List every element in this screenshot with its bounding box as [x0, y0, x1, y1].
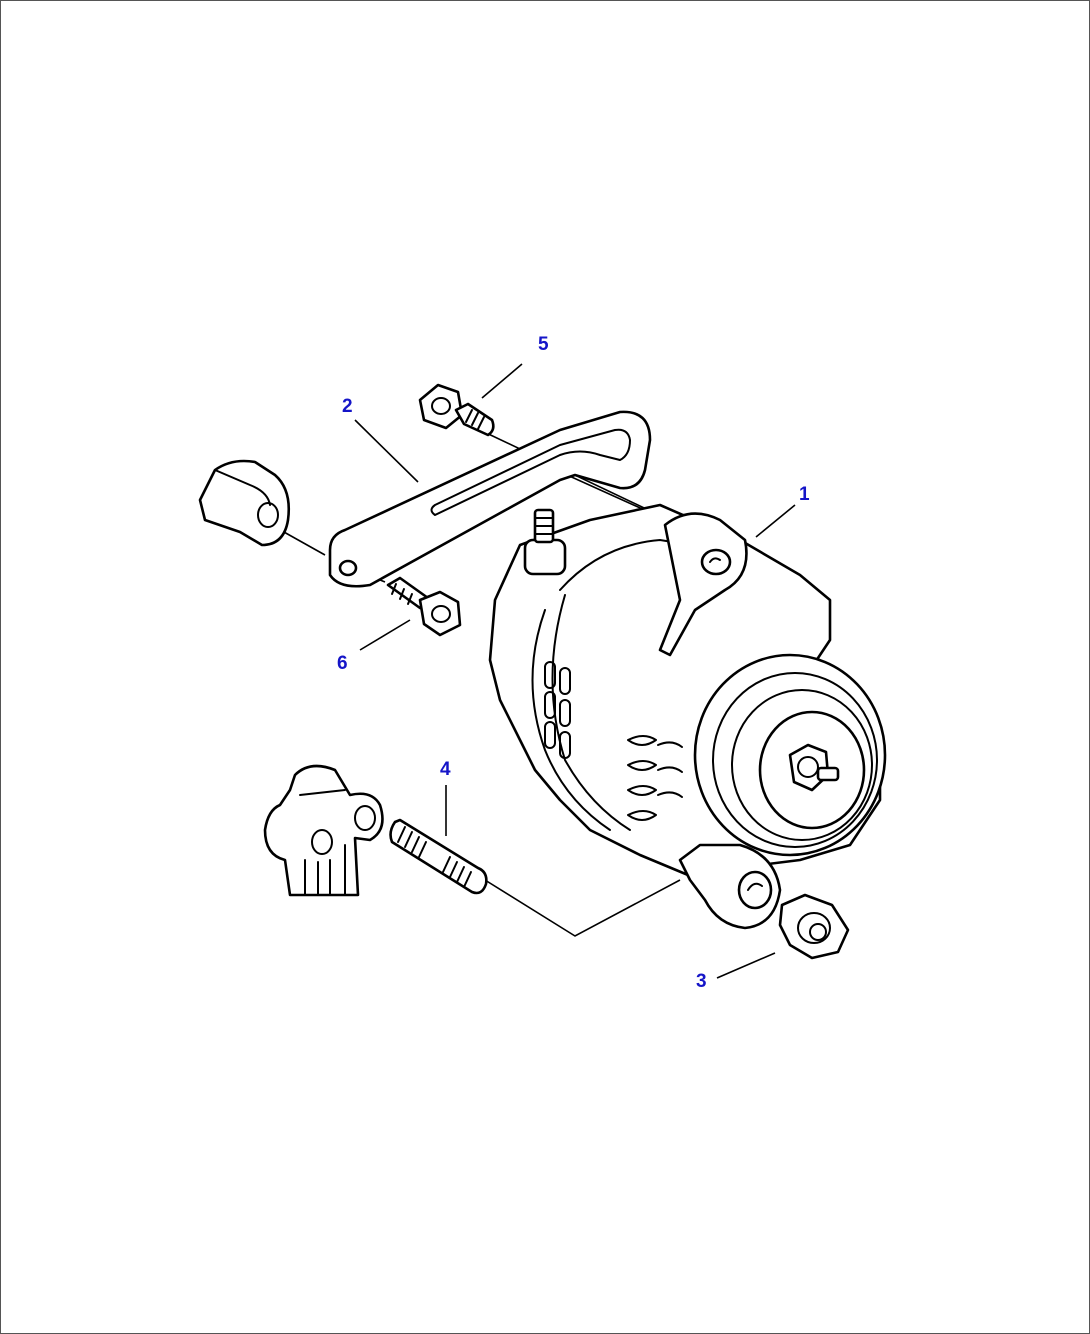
vent-slots-rear [544, 661, 571, 759]
lower-bolt [386, 576, 462, 637]
vent-slots-front [627, 735, 683, 821]
callout-label-2: 2 [342, 396, 353, 417]
callout-label-4: 4 [440, 759, 451, 780]
engine-bracket [263, 764, 384, 897]
upper-bolt [418, 383, 495, 437]
callout-label-1: 1 [799, 484, 810, 505]
flange-nut [778, 893, 850, 960]
callout-label-5: 5 [538, 334, 549, 355]
stud-bolt [389, 818, 488, 895]
alternator [488, 503, 887, 930]
callout-label-6: 6 [337, 653, 348, 674]
callout-label-3: 3 [696, 971, 707, 992]
adjusting-bracket [328, 410, 652, 588]
spacer-block [198, 459, 290, 547]
